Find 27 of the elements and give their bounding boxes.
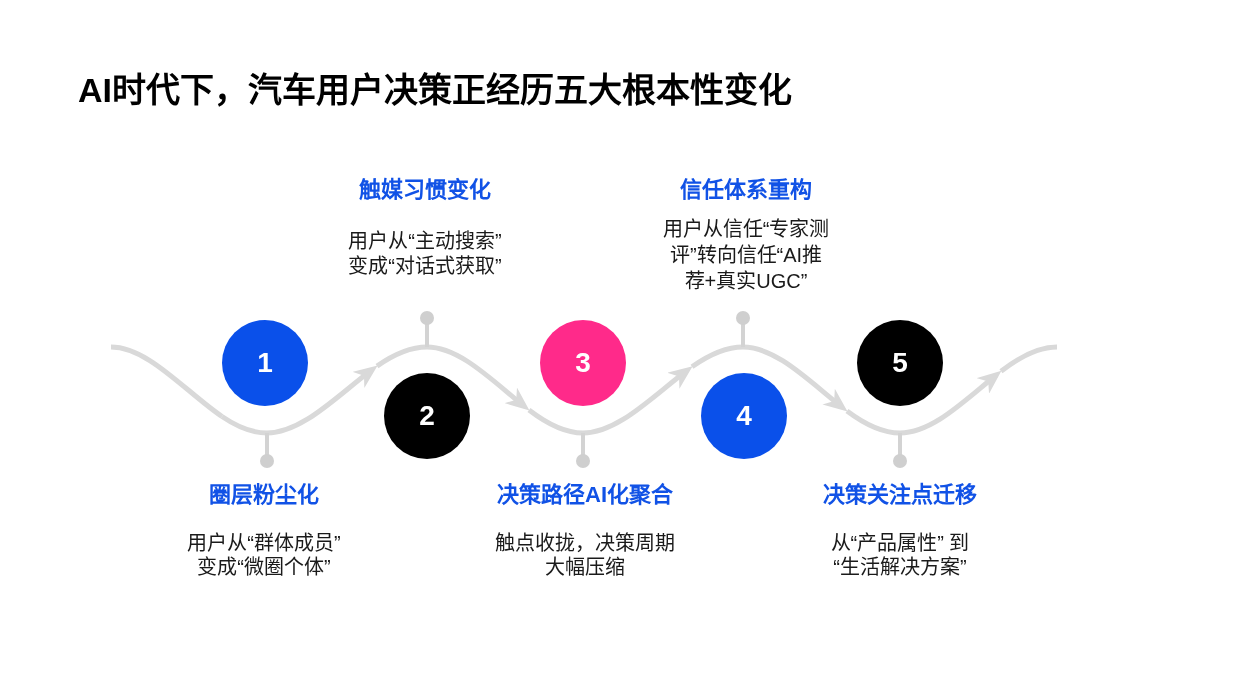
curved-arrow: [690, 344, 848, 412]
leader-line: [736, 311, 750, 347]
curved-arrow: [220, 365, 378, 436]
number-circle: 3: [540, 320, 626, 406]
curved-arrow: [845, 370, 1002, 436]
step-description: 用户从信任“专家测评”转向信任“AI推荐+真实UGC”: [661, 217, 831, 294]
number-circle: 2: [384, 373, 470, 459]
step-heading: 触媒习惯变化: [359, 177, 491, 203]
leader-line: [420, 311, 434, 347]
number-circle: 5: [857, 320, 943, 406]
step-description: 用户从“群体成员”变成“微圈个体”: [186, 531, 342, 579]
leader-line: [893, 433, 907, 468]
step-heading: 决策关注点迁移: [823, 482, 977, 508]
leader-line: [576, 433, 590, 468]
number-circle: 1: [222, 320, 308, 406]
leader-line: [260, 433, 274, 468]
curved-line: [110, 344, 224, 419]
step-description: 从“产品属性” 到“生活解决方案”: [829, 531, 971, 579]
curved-arrow: [375, 344, 530, 411]
title: AI时代下，汽车用户决策正经历五大根本性变化: [78, 70, 792, 111]
step-heading: 圈层粉尘化: [209, 482, 319, 508]
number-circle: 4: [701, 373, 787, 459]
step-heading: 决策路径AI化聚合: [497, 482, 673, 508]
step-description: 用户从“主动搜索”变成“对话式获取”: [347, 229, 503, 279]
step-description: 触点收拢，决策周期大幅压缩: [494, 531, 676, 579]
curved-arrow: [527, 366, 693, 436]
step-heading: 信任体系重构: [680, 177, 812, 203]
